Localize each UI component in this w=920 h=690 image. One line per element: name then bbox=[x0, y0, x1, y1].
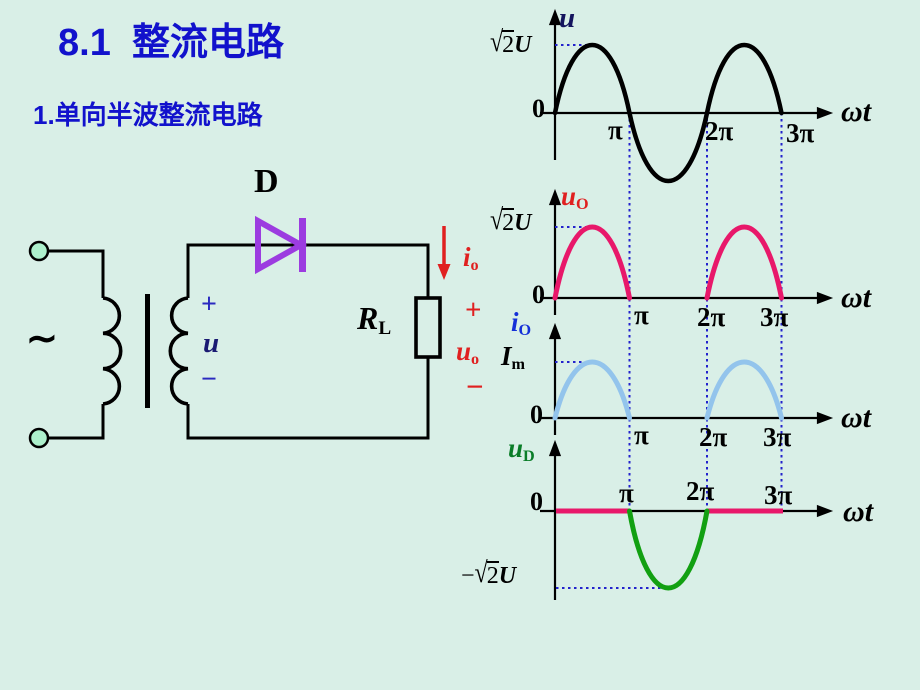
plot-u-tick-2pi: 2π bbox=[705, 116, 734, 146]
secondary-voltage-label: u bbox=[203, 327, 220, 359]
primary-wires bbox=[47, 249, 105, 440]
plot-ud-min-value: −√2U bbox=[461, 557, 517, 590]
output-current-label: io bbox=[463, 242, 479, 275]
plot-ud-x-arrowhead bbox=[816, 504, 834, 518]
plot-ud-y-arrowhead bbox=[548, 439, 562, 457]
plot-io-xlabel: ωt bbox=[841, 401, 872, 434]
plot-u-ylabel: u bbox=[559, 2, 576, 34]
plot-u-y-arrowhead bbox=[548, 8, 562, 26]
plot-ud-xlabel: ωt bbox=[843, 495, 874, 528]
plot-io-ylabel: iO bbox=[511, 307, 532, 340]
waveform-plots bbox=[540, 8, 834, 600]
secondary-loop-wires bbox=[186, 243, 430, 440]
plot-ud-ylabel: uD bbox=[508, 433, 535, 466]
plot-u-peak-value: √2U bbox=[490, 26, 532, 59]
load-resistor-symbol bbox=[414, 296, 442, 359]
output-minus-sign: − bbox=[466, 369, 484, 404]
plot-io-peak-value: Im bbox=[501, 341, 525, 374]
plot-io-origin: 0 bbox=[530, 400, 543, 429]
plot-uo-xlabel: ωt bbox=[841, 281, 872, 314]
page-subtitle: 1.单向半波整流电路 bbox=[33, 100, 263, 130]
plot-uo-tick-2pi: 2π bbox=[697, 302, 726, 332]
plot-uo-tick-3pi: 3π bbox=[760, 302, 789, 332]
diode-label: D bbox=[254, 163, 279, 200]
ud-negative-lobe-curve bbox=[627, 508, 710, 591]
plot-ud-origin: 0 bbox=[530, 487, 543, 516]
plot-uo-y-arrowhead bbox=[548, 188, 562, 206]
page-title: 8.1 整流电路 bbox=[58, 22, 284, 64]
transformer-secondary-coil bbox=[168, 296, 189, 406]
plot-u-tick-3pi: 3π bbox=[786, 118, 815, 148]
plot-ud-tick-3pi: 3π bbox=[764, 480, 793, 510]
plot-u-tick-pi: π bbox=[608, 115, 623, 145]
rectifier-circuit-schematic bbox=[28, 215, 451, 449]
plot-io-tick-3pi: 3π bbox=[763, 422, 792, 452]
output-voltage-label: uo bbox=[456, 336, 480, 369]
plot-ud-tick-2pi: 2π bbox=[686, 476, 715, 506]
secondary-plus-sign: + bbox=[201, 289, 217, 320]
output-current-arrow-icon bbox=[437, 226, 451, 280]
plot-uo-peak-value: √2U bbox=[490, 204, 532, 237]
plot-ud-tick-pi: π bbox=[619, 478, 634, 508]
diode-triangle-icon bbox=[255, 215, 308, 275]
input-terminal-bottom bbox=[28, 427, 50, 449]
plot-io-tick-2pi: 2π bbox=[699, 422, 728, 452]
plot-uo-tick-pi: π bbox=[634, 300, 649, 330]
plot-u-xlabel: ωt bbox=[841, 95, 872, 128]
ac-source-symbol: ∼ bbox=[26, 318, 58, 360]
output-plus-sign: + bbox=[465, 294, 482, 326]
transformer-primary-coil bbox=[102, 296, 123, 406]
uo-halfwave-curve bbox=[552, 224, 784, 301]
plot-uo-x-arrowhead bbox=[816, 291, 834, 305]
u-sine-curve bbox=[552, 43, 784, 183]
plot-u-x-arrowhead bbox=[816, 106, 834, 120]
plot-io-x-arrowhead bbox=[816, 411, 834, 425]
plot-io-y-arrowhead bbox=[548, 322, 562, 340]
plot-uo-origin: 0 bbox=[532, 280, 545, 309]
input-terminal-top bbox=[28, 240, 50, 262]
plot-u-origin: 0 bbox=[532, 94, 545, 123]
plot-uo-ylabel: uO bbox=[561, 181, 589, 214]
load-resistor-label: RL bbox=[357, 300, 392, 339]
secondary-minus-sign: − bbox=[201, 364, 217, 395]
io-halfwave-curve bbox=[552, 359, 784, 421]
plot-io-tick-pi: π bbox=[634, 420, 649, 450]
